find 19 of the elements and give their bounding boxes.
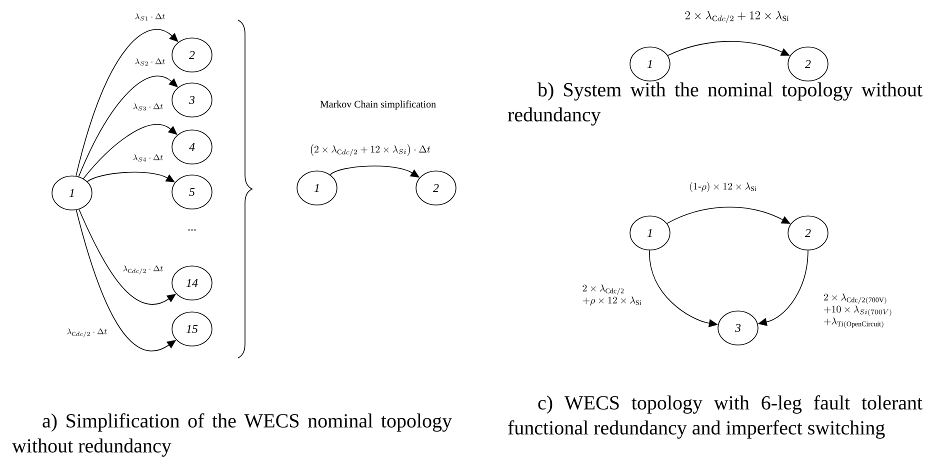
edge-label: $\left(2\times\lambda_{\mathrm{C}dc/2}+12\times\lambda_{Si}\right)\cdot\Delta t$ xyxy=(310,144,430,156)
edge-label: $\begin{array}{l}2\times\lambda_{\mathrm{Cdc/2(700V)}}\\+10\times\lambda_{Si(700V)}\\+\lambda_{\mathrm{Ti(OpenCircuit)}}\end{array}$ xyxy=(824,293,892,328)
edge-label: $\begin{array}{l}2\times\lambda_{\mathrm{Cdc/2}}\\+\rho\times12\times\lambda_{\mathrm{Si}}\end{array}$ xyxy=(582,284,642,306)
edge-label: $(1\text{-}\rho)\times12\times\lambda_{\mathrm{Si}}$ xyxy=(690,182,756,192)
arrow xyxy=(78,76,178,177)
caption: b) System with the nominal topology without redundancy xyxy=(508,82,922,126)
caption: a) Simplification of the WECS nominal topology without redundancy xyxy=(12,413,452,457)
edge-label: $\lambda_{\mathrm{C}dc/2}\cdot\Delta t$ xyxy=(67,328,107,338)
edge-label: $2\times\lambda_{\mathrm{C}dc/2}+12\times\lambda_{\mathrm{Si}}$ xyxy=(685,10,789,24)
arrow xyxy=(76,29,178,176)
edge-label: $\lambda_{\mathrm{C}dc/2}\cdot\Delta t$ xyxy=(123,265,163,274)
ellipsis: ... xyxy=(188,229,196,231)
arrow xyxy=(83,124,178,179)
caption: c) WECS topology with 6-leg fault tolerant functional redundancy and imperfect switching xyxy=(508,395,922,439)
heading: Markov Chain simplification xyxy=(320,100,436,110)
edge-label: $\lambda_{S2}\cdot\Delta t$ xyxy=(135,58,165,66)
edge-label: $\lambda_{S1}\cdot\Delta t$ xyxy=(135,13,165,21)
edge-label: $\lambda_{S3}\cdot\Delta t$ xyxy=(133,103,163,111)
edge-label: $\lambda_{S4}\cdot\Delta t$ xyxy=(133,154,163,162)
